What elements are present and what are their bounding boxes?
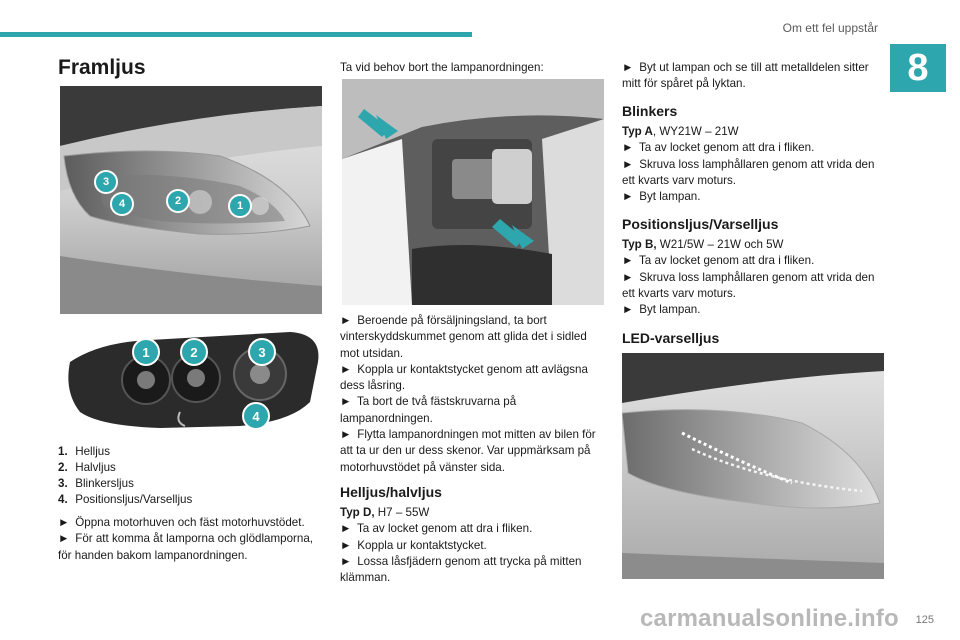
legend-item: 4. Positionsljus/Varselljus [58, 493, 193, 506]
step-item: ► Byt ut lampan och se till att metallde… [622, 61, 869, 91]
section-header-title: Om ett fel uppstår [782, 21, 878, 35]
engine-bay-figure [342, 79, 604, 305]
step-item: ► Skruva loss lamphållaren genom att vri… [622, 270, 875, 300]
helljus-steps: Typ D, H7 – 55W ► Ta av locket genom att… [340, 505, 605, 586]
callout-1: 1 [228, 194, 252, 218]
col3-intro: ► Byt ut lampan och se till att metallde… [622, 60, 887, 93]
blinkers-steps: Typ A, WY21W – 21W ► Ta av locket genom … [622, 124, 887, 205]
callout-4: 4 [242, 402, 270, 430]
type-line: Typ D, H7 – 55W [340, 506, 430, 519]
legend-item: 3. Blinkersljus [58, 477, 134, 490]
legend-list: 1. Helljus 2. Halvljus 3. Blinkersljus 4… [58, 444, 192, 508]
positionsljus-steps: Typ B, W21/5W – 21W och 5W ► Ta av locke… [622, 237, 887, 318]
step-item: ► Ta av locket genom att dra i fliken. [622, 254, 815, 268]
step-item: ► Flytta lampanordningen mot mitten av b… [340, 428, 596, 474]
step-item: ► Beroende på försäljningsland, ta bort … [340, 314, 587, 360]
headlamp-front-figure: 3 4 2 1 [60, 86, 322, 314]
step-item: ► Ta bort de två fästskruvarna på lampan… [340, 395, 517, 425]
step-item: ► Skruva loss lamphållaren genom att vri… [622, 157, 875, 187]
step-item: ► Byt lampan. [622, 190, 701, 204]
legend-item: 2. Halvljus [58, 461, 116, 474]
type-line: Typ B, W21/5W – 21W och 5W [622, 238, 784, 251]
type-line: Typ A, WY21W – 21W [622, 125, 739, 138]
callout-2: 2 [180, 338, 208, 366]
col2-intro: Ta vid behov bort the lampanordningen: [340, 61, 544, 74]
watermark: carmanualsonline.info [640, 605, 899, 632]
step-item: ► Lossa låsfjädern genom att trycka på m… [340, 554, 582, 585]
col1-steps: ► Öppna motorhuven och fäst motorhuvstöd… [58, 515, 322, 564]
section-title-positionsljus: Positionsljus/Varselljus [622, 216, 779, 232]
step-item: ► Byt lampan. [622, 303, 701, 317]
page-title: Framljus [58, 56, 146, 79]
section-title-led: LED-varselljus [622, 330, 720, 346]
callout-2: 2 [166, 189, 190, 213]
step-item: ► Koppla ur kontaktstycket genom att avl… [340, 362, 588, 393]
callout-3: 3 [94, 170, 118, 194]
step-item: ► Öppna motorhuven och fäst motorhuvstöd… [58, 516, 305, 529]
header-accent-bar [0, 32, 472, 37]
headlamp-rear-figure: 1 2 3 4 [60, 322, 322, 434]
step-item: ► Ta av locket genom att dra i fliken. [340, 522, 533, 536]
col2-steps: ► Beroende på försäljningsland, ta bort … [340, 313, 605, 476]
callout-3: 3 [248, 338, 276, 366]
page-number: 125 [915, 614, 934, 626]
step-item: ► Koppla ur kontaktstycket. [340, 538, 487, 552]
section-title-helljus: Helljus/halvljus [340, 484, 442, 500]
legend-item: 1. Helljus [58, 445, 111, 458]
led-headlamp-figure [622, 353, 884, 579]
step-item: ► Ta av locket genom att dra i fliken. [622, 141, 815, 155]
callout-1: 1 [132, 338, 160, 366]
callout-4: 4 [110, 192, 134, 216]
section-title-blinkers: Blinkers [622, 103, 678, 119]
chapter-number-tab: 8 [890, 44, 946, 92]
step-item: ► För att komma åt lamporna och glödlamp… [58, 532, 314, 562]
